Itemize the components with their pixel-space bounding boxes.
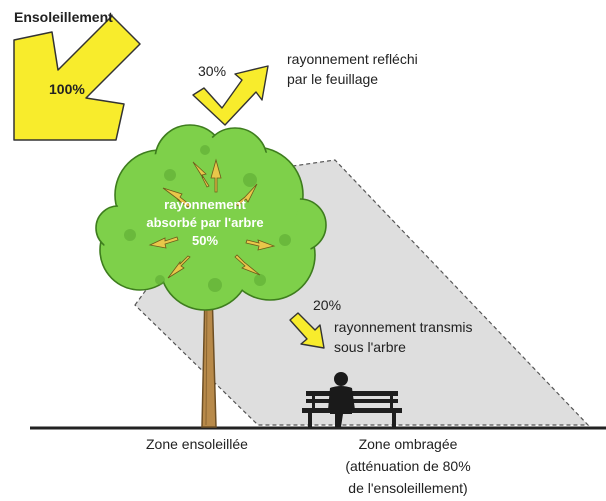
seated-person xyxy=(328,372,355,427)
zone-shade-line3: de l'ensoleillement) xyxy=(348,480,468,496)
reflected-line2: par le feuillage xyxy=(287,71,379,87)
incoming-sun-arrow xyxy=(13,15,141,141)
transmitted-arrow xyxy=(289,312,325,349)
absorbed-line2: absorbé par l'arbre xyxy=(146,215,264,230)
title: Ensoleillement xyxy=(14,9,113,25)
transmitted-line2: sous l'arbre xyxy=(334,339,406,355)
reflected-percent: 30% xyxy=(198,63,227,79)
reflected-line1: rayonnement refléchi xyxy=(287,51,418,67)
incoming-percent: 100% xyxy=(49,81,85,97)
zone-shade-line2: (atténuation de 80% xyxy=(345,458,471,474)
zone-shade: Zone ombragée (atténuation de 80% de l'e… xyxy=(318,435,498,497)
zone-shade-line1: Zone ombragée xyxy=(358,436,458,452)
absorbed-rays xyxy=(148,158,276,279)
reflected-arrow xyxy=(192,65,269,126)
transmitted-line1: rayonnement transmis xyxy=(334,319,473,335)
absorbed-label: rayonnement absorbé par l'arbre 50% xyxy=(145,196,265,250)
transmitted-percent: 20% xyxy=(313,297,342,313)
zone-sunny: Zone ensoleillée xyxy=(146,436,248,452)
absorbed-line1: rayonnement xyxy=(164,197,246,212)
absorbed-percent: 50% xyxy=(191,233,219,248)
